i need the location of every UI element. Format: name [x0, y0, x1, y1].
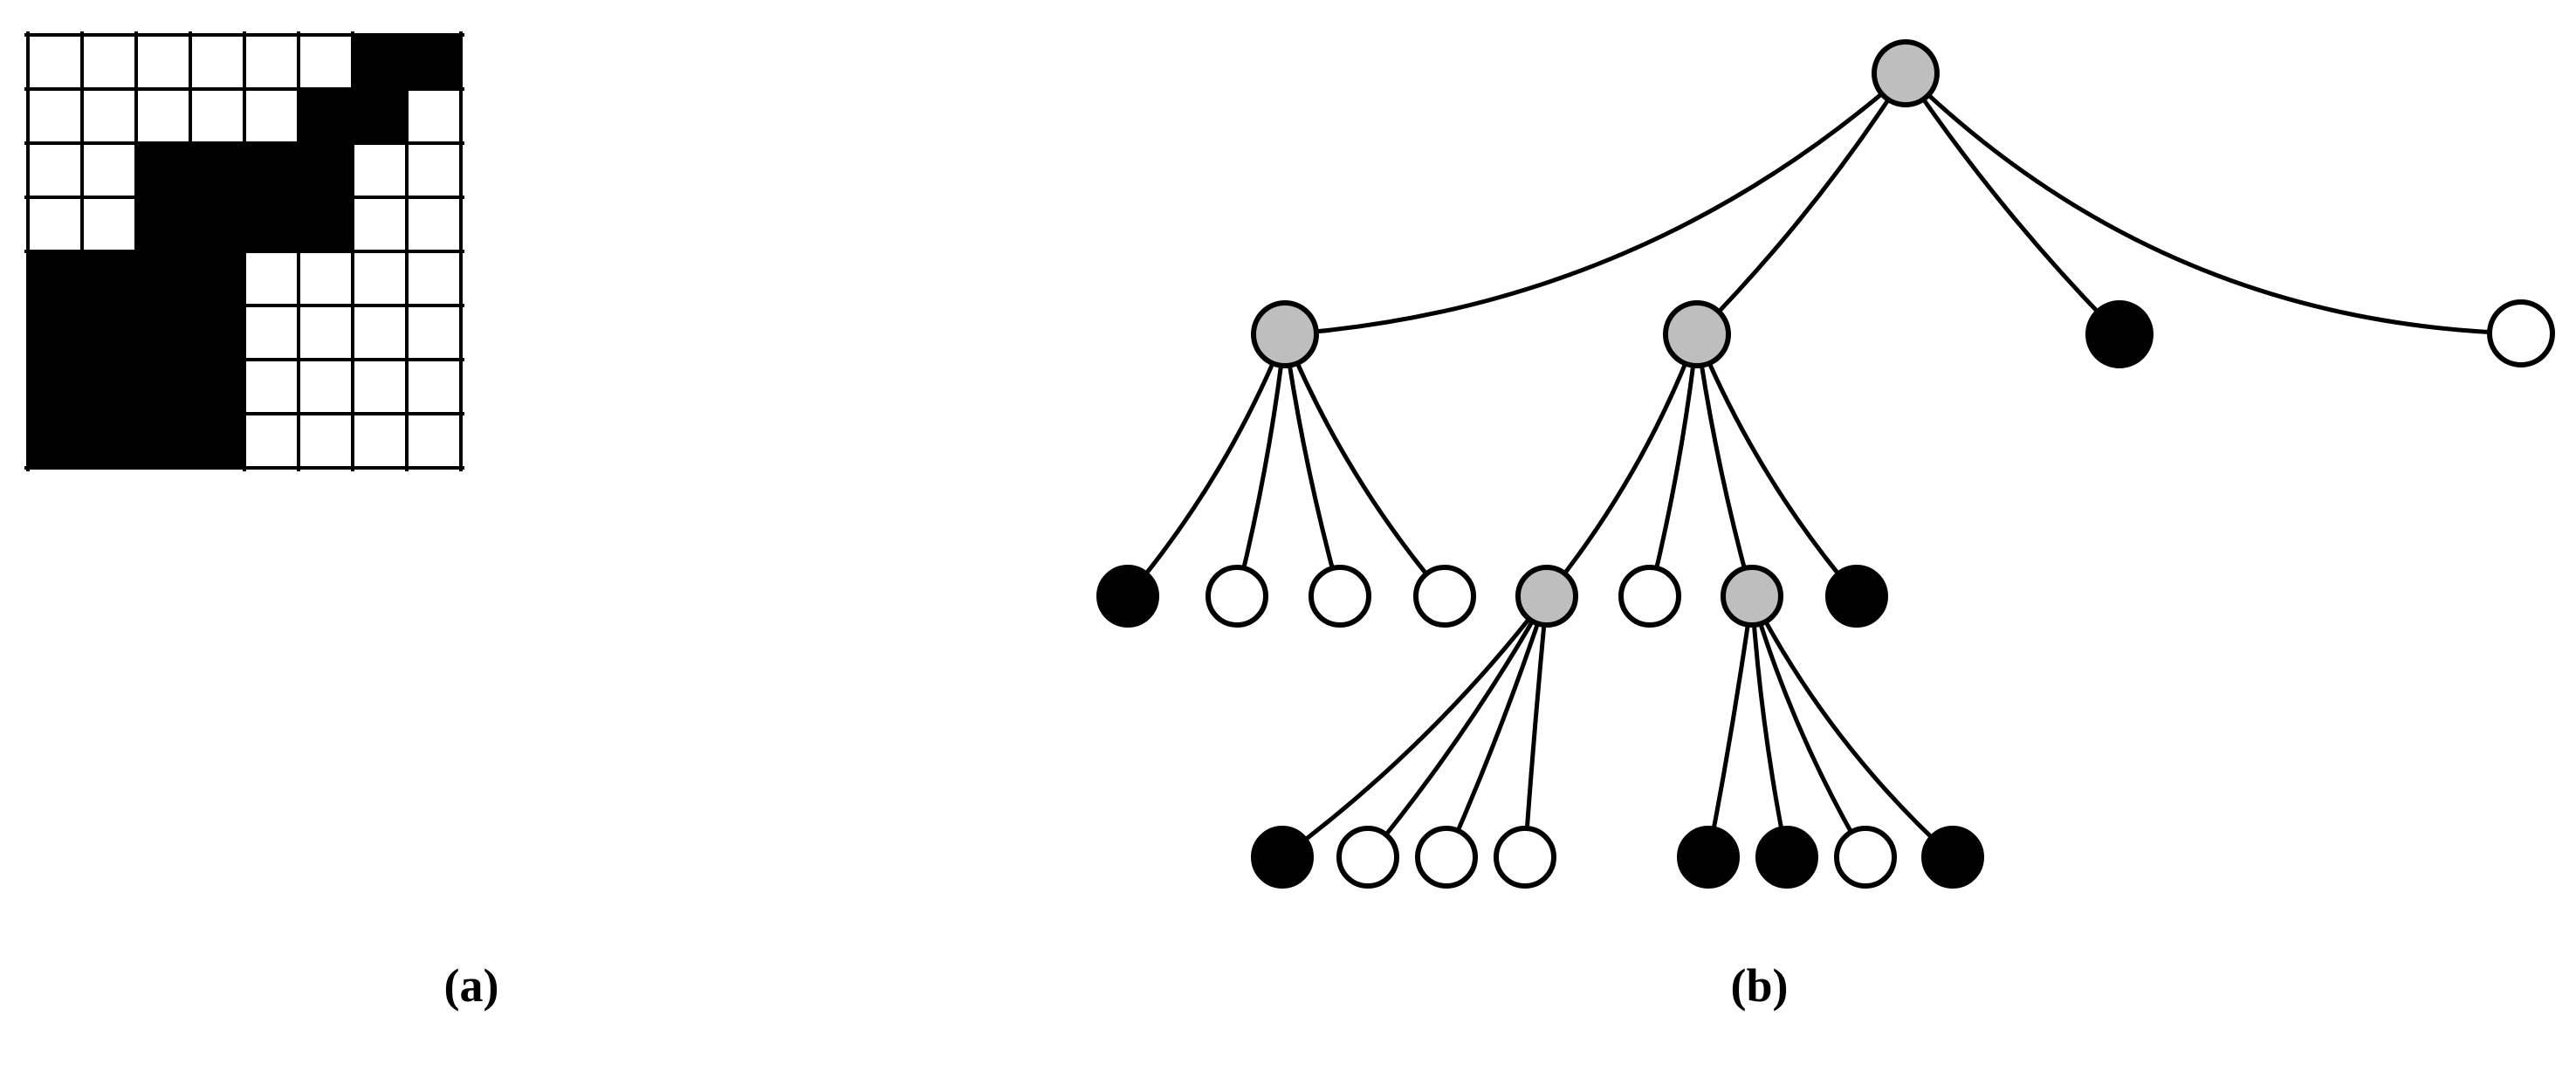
- level2-node-7[interactable]: [1721, 565, 1783, 628]
- grid-cell-filled: [134, 250, 192, 307]
- tree-edge: [1694, 332, 1755, 599]
- grid-cell-filled: [80, 358, 138, 415]
- level2-node-3[interactable]: [1309, 565, 1371, 628]
- grid-cell-filled: [80, 412, 138, 470]
- tree-edge: [1903, 71, 2122, 337]
- level3-node-3[interactable]: [1415, 826, 1478, 889]
- grid-cell-filled: [297, 87, 354, 145]
- grid-cell-filled: [189, 196, 246, 253]
- caption-b: (b): [1730, 959, 1789, 1012]
- tree-edge: [1365, 594, 1549, 860]
- quadtree-diagram: [1096, 39, 2555, 889]
- caption-a: (a): [443, 959, 499, 1012]
- tree-edge: [1282, 332, 1447, 599]
- level1-node-1[interactable]: [1251, 300, 1319, 368]
- tree-edge: [1522, 594, 1549, 860]
- tree-edge: [1903, 71, 2524, 336]
- grid-cell-filled: [26, 250, 84, 307]
- tree-edge: [1647, 332, 1700, 599]
- level1-node-4[interactable]: [2487, 299, 2555, 367]
- tree-edge: [1234, 332, 1288, 599]
- grid-cell-filled: [405, 33, 463, 91]
- grid-cell-filled: [134, 196, 192, 253]
- tree-edges: [1125, 71, 2524, 860]
- binary-image-grid: [24, 31, 464, 471]
- level2-node-5[interactable]: [1515, 565, 1578, 628]
- tree-edge: [1706, 594, 1755, 860]
- grid-cell-filled: [80, 250, 138, 307]
- level2-node-8[interactable]: [1825, 565, 1888, 628]
- tree-edge: [1444, 594, 1549, 860]
- grid-cell-filled: [134, 412, 192, 470]
- tree-edge: [1749, 594, 1789, 860]
- grid-cell-filled: [26, 412, 84, 470]
- tree-edge: [1282, 332, 1343, 599]
- level3-node-8[interactable]: [1921, 826, 1984, 889]
- tree-edge: [1280, 594, 1549, 860]
- level3-node-2[interactable]: [1336, 826, 1399, 889]
- grid-cell-filled: [297, 141, 354, 199]
- level1-node-3[interactable]: [2085, 300, 2154, 368]
- level2-node-4[interactable]: [1413, 565, 1476, 628]
- grid-cell-filled: [189, 141, 246, 199]
- grid-cell-filled: [189, 412, 246, 470]
- level2-node-1[interactable]: [1096, 565, 1159, 628]
- grid-cell-filled: [189, 304, 246, 361]
- tree-edge: [1749, 594, 1868, 860]
- tree-edge: [1749, 594, 1955, 860]
- grid-cell-filled: [134, 304, 192, 361]
- level3-node-4[interactable]: [1494, 826, 1556, 889]
- grid-cell-filled: [80, 304, 138, 361]
- level3-node-7[interactable]: [1834, 826, 1897, 889]
- level3-node-6[interactable]: [1755, 826, 1818, 889]
- level2-node-6[interactable]: [1618, 565, 1681, 628]
- grid-border: [26, 33, 463, 470]
- tree-edge: [1694, 332, 1859, 599]
- grid-cell-filled: [351, 33, 409, 91]
- grid-cell-filled: [26, 358, 84, 415]
- level1-node-2[interactable]: [1663, 300, 1731, 368]
- tree-edge: [1125, 332, 1288, 599]
- level3-node-1[interactable]: [1251, 826, 1314, 889]
- grid-cell-filled: [297, 196, 354, 253]
- grid-cell-filled: [134, 141, 192, 199]
- level2-node-2[interactable]: [1206, 565, 1268, 628]
- grid-cell-filled: [243, 141, 300, 199]
- panel-b-quadtree: (b): [943, 0, 2576, 1071]
- tree-edge: [1544, 332, 1700, 599]
- panel-a-binary-image: (a): [0, 0, 943, 1071]
- grid-cell-filled: [351, 87, 409, 145]
- tree-edge: [1694, 71, 1908, 337]
- grid-cell-filled: [134, 358, 192, 415]
- grid-cell-filled: [189, 358, 246, 415]
- tree-nodes: [1096, 39, 2555, 889]
- root-node[interactable]: [1872, 39, 1940, 107]
- tree-edge: [1282, 71, 1908, 337]
- level3-node-5[interactable]: [1677, 826, 1740, 889]
- grid-cell-filled: [243, 196, 300, 253]
- grid-cell-filled: [189, 250, 246, 307]
- grid-cell-filled: [26, 304, 84, 361]
